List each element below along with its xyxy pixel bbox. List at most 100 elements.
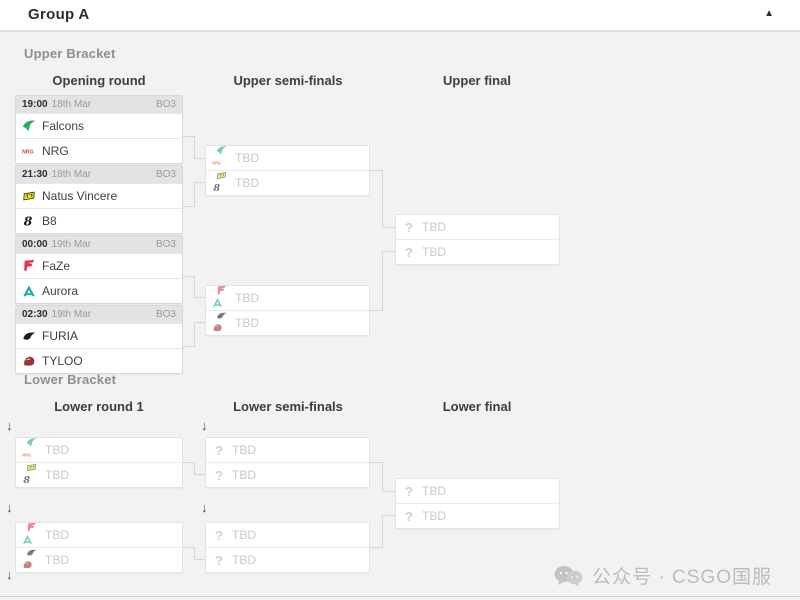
question-icon: ? [405, 244, 413, 260]
tbd-row: ? TBD [396, 239, 559, 264]
tbd-row: TBD [16, 547, 182, 572]
bracket-connector [194, 462, 195, 475]
tbd-label: TBD [232, 553, 256, 567]
bracket-connector [370, 310, 382, 311]
group-header-bar: Group A ▲ [0, 0, 800, 32]
match-lower-final[interactable]: ? TBD ? TBD [395, 478, 560, 529]
bracket-connector [194, 322, 205, 323]
match-upper-final[interactable]: ? TBD ? TBD [395, 214, 560, 265]
panel-bottom-border [0, 596, 800, 597]
bracket-connector [194, 474, 205, 475]
drop-down-arrow-icon: ↓ [6, 500, 13, 515]
team-row[interactable]: TYLOO [16, 348, 182, 373]
tbd-label: TBD [422, 509, 446, 523]
team-row[interactable]: NRG [16, 138, 182, 163]
tbd-row: ? TBD [206, 523, 369, 547]
bracket-connector [382, 170, 383, 228]
match-time: 19:00 [22, 99, 48, 110]
tbd-label: TBD [45, 443, 69, 457]
tbd-label: TBD [235, 151, 259, 165]
page-title: Group A [28, 6, 90, 23]
match-lower-semifinal-1[interactable]: ? TBD ? TBD [205, 437, 370, 488]
match-format: BO3 [155, 169, 176, 180]
match-upper-semifinal-2[interactable]: TBD TBD [205, 285, 370, 336]
team-name: TYLOO [42, 354, 83, 368]
match-header: 02:30 19th Mar BO3 [16, 306, 182, 323]
bracket-connector [194, 158, 205, 159]
bracket-connector [382, 515, 395, 516]
tbd-label: TBD [235, 316, 259, 330]
tyloo-logo-icon [22, 559, 33, 570]
tbd-label: TBD [422, 245, 446, 259]
bracket-connector [194, 322, 195, 347]
aurora-logo-icon [212, 297, 223, 308]
natus-vincere-logo-icon [26, 462, 37, 473]
match-opening-3[interactable]: 00:00 19th Mar BO3 FaZe Aurora [15, 235, 183, 304]
furia-logo-icon [216, 310, 227, 321]
match-lower-round1-1[interactable]: TBD TBD [15, 437, 183, 488]
bracket-connector [183, 136, 194, 137]
nrg-logo-icon [22, 144, 36, 158]
match-upper-semifinal-1[interactable]: TBD TBD [205, 145, 370, 196]
bracket-connector [370, 547, 382, 548]
bracket-connector [382, 462, 383, 492]
tbd-row: TBD [16, 438, 182, 462]
bracket-connector [194, 182, 195, 207]
aurora-logo-icon [22, 534, 33, 545]
watermark: 公众号 · CSGO国服 [553, 562, 772, 589]
team-row[interactable]: Aurora [16, 278, 182, 303]
faze-logo-icon [22, 259, 36, 273]
match-time: 00:00 [22, 239, 48, 250]
column-header-opening-round: Opening round [52, 73, 146, 88]
team-row[interactable]: B8 [16, 208, 182, 233]
match-lower-semifinal-2[interactable]: ? TBD ? TBD [205, 522, 370, 573]
drop-down-arrow-icon: ↓ [201, 418, 208, 433]
tbd-row: ? TBD [206, 547, 369, 572]
question-icon: ? [215, 442, 223, 458]
bracket-connector [194, 136, 195, 159]
tbd-row: ? TBD [396, 479, 559, 503]
match-opening-4[interactable]: 02:30 19th Mar BO3 FURIA TYLOO [15, 305, 183, 374]
question-icon: ? [215, 467, 223, 483]
collapse-caret-icon[interactable]: ▲ [764, 8, 774, 19]
bracket-connector [382, 251, 383, 311]
bracket-connector [194, 547, 195, 560]
team-row[interactable]: Natus Vincere [16, 183, 182, 208]
candidate-logos [212, 171, 229, 195]
falcons-logo-icon [216, 145, 227, 156]
team-row[interactable]: FaZe [16, 253, 182, 278]
bracket-connector [382, 251, 395, 252]
wechat-icon [553, 565, 583, 587]
bracket-connector [183, 206, 194, 207]
match-opening-1[interactable]: 19:00 18th Mar BO3 Falcons NRG [15, 95, 183, 164]
candidate-logos [22, 548, 39, 572]
bracket-connector [382, 227, 395, 228]
match-format: BO3 [155, 239, 176, 250]
match-opening-2[interactable]: 21:30 18th Mar BO3 Natus Vincere B8 [15, 165, 183, 234]
tbd-row: TBD [16, 462, 182, 487]
bracket-connector [183, 462, 194, 463]
bracket-connector [382, 515, 383, 548]
match-format: BO3 [155, 99, 176, 110]
tbd-row: TBD [206, 310, 369, 335]
column-header-lower-final: Lower final [442, 399, 512, 414]
match-lower-round1-2[interactable]: TBD TBD [15, 522, 183, 573]
falcons-logo-icon [22, 119, 36, 133]
faze-logo-icon [216, 285, 227, 296]
candidate-logos [212, 146, 229, 170]
drop-down-arrow-icon: ↓ [6, 418, 13, 433]
b8-logo-icon [22, 214, 36, 228]
column-header-lower-semi-finals: Lower semi-finals [233, 399, 343, 414]
drop-down-arrow-icon: ↓ [201, 500, 208, 515]
faze-logo-icon [26, 522, 37, 533]
team-row[interactable]: FURIA [16, 323, 182, 348]
match-time: 02:30 [22, 309, 48, 320]
team-row[interactable]: Falcons [16, 113, 182, 138]
nrg-logo-icon [22, 449, 33, 460]
team-name: NRG [42, 144, 69, 158]
question-icon: ? [405, 508, 413, 524]
match-date: 19th Mar [51, 239, 92, 250]
tbd-row: TBD [206, 146, 369, 170]
match-date: 19th Mar [51, 309, 92, 320]
tbd-row: ? TBD [396, 503, 559, 528]
